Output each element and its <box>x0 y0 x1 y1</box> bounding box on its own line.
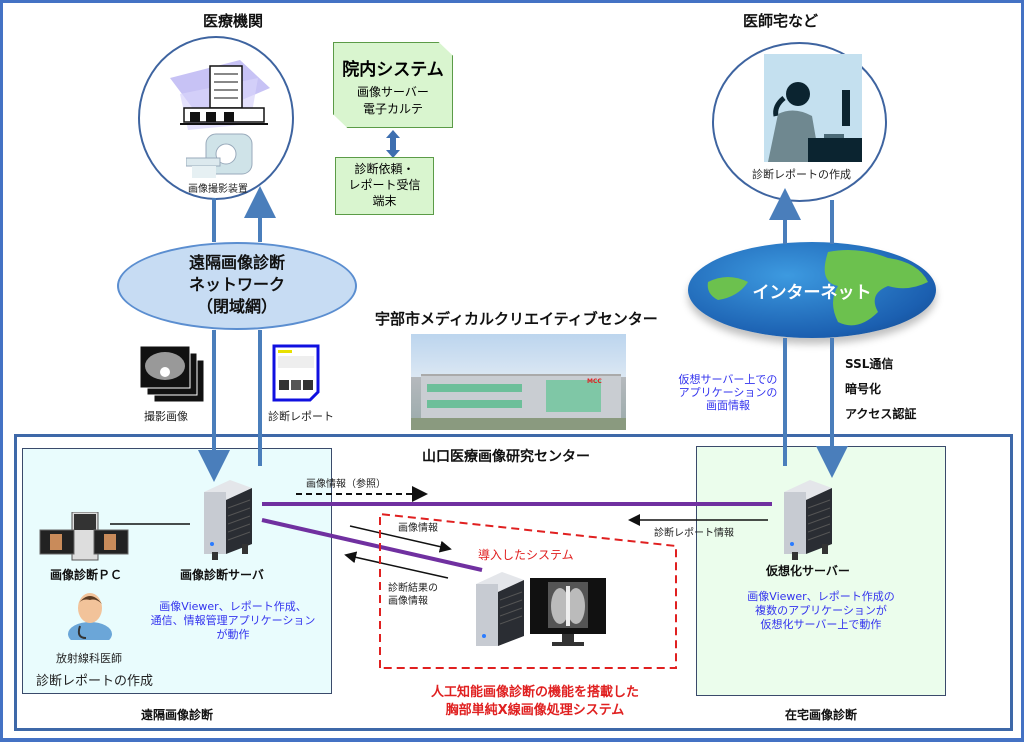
bidirectional-arrow-icon <box>386 130 400 158</box>
security-item: アクセス認証 <box>845 407 917 421</box>
doctor-at-computer-icon <box>764 54 862 162</box>
mcc-window-band <box>427 400 522 408</box>
mcc-entrance <box>546 380 601 412</box>
home-title: 医師宅など <box>743 12 819 30</box>
flow-image-ref-label: 画像情報（参照） <box>306 479 386 490</box>
mcc-ground <box>411 418 626 430</box>
virtual-note-line2: アプリケーションの <box>678 386 778 399</box>
flow-image-info-label: 画像情報 <box>398 523 438 534</box>
server-note-line1: 画像Viewer、レポート作成、 <box>159 600 307 613</box>
globe-continents-icon <box>707 250 928 326</box>
internet-globe: インターネット <box>688 242 936 338</box>
imaging-device-label: 画像撮影装置 <box>188 184 248 195</box>
virtualization-server-label: 仮想化サーバー <box>766 564 850 578</box>
network-line1: 遠隔画像診断 <box>188 253 285 272</box>
diagnosis-server-label: 画像診断サーバ <box>180 568 264 582</box>
terminal-line2: レポート受信 <box>348 178 421 192</box>
xray-monitor-icon <box>530 578 606 646</box>
ct-images-label: 撮影画像 <box>144 410 188 423</box>
diagnosis-server-icon <box>204 480 252 560</box>
security-item: 暗号化 <box>845 382 882 396</box>
radiologist-role: 放射線科医師 <box>56 652 122 665</box>
flow-result-line1: 診断結果の <box>388 583 438 594</box>
ai-caption-line2: 胸部単純X線画像処理システム <box>445 703 625 718</box>
security-list: SSL通信 暗号化 アクセス認証 <box>845 352 916 427</box>
internal-system-line1: 画像サーバー <box>357 85 429 99</box>
ct-images-icon <box>140 346 205 403</box>
diagnosis-server-note: 画像Viewer、レポート作成、 通信、情報管理アプリケーション が動作 <box>148 600 318 642</box>
mcc-building-photo: MCC <box>411 334 626 430</box>
diagnosis-pc-label: 画像診断ＰＣ <box>50 568 123 582</box>
internal-system-title: 院内システム <box>342 60 444 80</box>
radiologist-task: 診断レポートの作成 <box>36 674 154 689</box>
research-center-title: 山口医療画像研究センター <box>422 449 590 465</box>
mcc-title: 宇部市メディカルクリエイティブセンター <box>375 310 658 328</box>
remote-panel-footer: 遠隔画像診断 <box>140 708 213 722</box>
virtual-server-note-line3: 仮想化サーバー上で動作 <box>760 618 882 631</box>
radiologist-avatar-icon <box>68 593 112 640</box>
closed-network-ellipse: 遠隔画像診断 ネットワーク （閉域網） <box>117 242 357 330</box>
ai-caption-line1: 人工知能画像診断の機能を搭載した <box>430 685 639 700</box>
report-document-icon <box>272 344 320 402</box>
image-info-arrow <box>349 525 452 553</box>
report-terminal-box: 診断依頼・ レポート受信 端末 <box>335 157 434 215</box>
server-note-line2: 通信、情報管理アプリケーション <box>150 614 316 627</box>
network-line2: ネットワーク <box>188 275 285 294</box>
diagnosis-pc-icon <box>39 512 129 561</box>
internet-label: インターネット <box>752 283 872 303</box>
terminal-line3: 端末 <box>372 194 397 208</box>
network-line3: （閉域網） <box>196 297 277 316</box>
ai-system-boundary <box>379 512 677 669</box>
home-circle: 診断レポートの作成 <box>712 42 887 202</box>
virtual-screen-note: 仮想サーバー上での アプリケーションの 画面情報 <box>670 373 786 412</box>
virtual-note-line1: 仮想サーバー上での <box>678 373 778 386</box>
ai-system-caption: 人工知能画像診断の機能を搭載した 胸部単純X線画像処理システム <box>370 684 700 720</box>
flow-result-line2: 画像情報 <box>388 596 428 607</box>
home-panel-footer: 在宅画像診断 <box>784 708 857 722</box>
internal-system-box: 院内システム 画像サーバー 電子カルテ <box>333 42 453 128</box>
mcc-sign: MCC <box>587 378 602 385</box>
flow-report-info-label: 診断レポート情報 <box>654 528 734 539</box>
result-info-arrow <box>344 551 449 579</box>
remote-diagnosis-panel <box>22 448 332 694</box>
terminal-line1: 診断依頼・ <box>354 162 415 176</box>
virtualization-server-note: 画像Viewer、レポート作成の 複数のアプリケーションが 仮想化サーバー上で動… <box>726 590 916 632</box>
virtualization-server-icon <box>784 480 832 560</box>
mcc-window-band <box>427 384 522 392</box>
home-caption: 診断レポートの作成 <box>752 168 851 181</box>
hospital-title: 医療機関 <box>203 12 264 30</box>
security-item: SSL通信 <box>845 357 894 371</box>
ai-server-icon <box>476 572 524 646</box>
internal-system-line2: 電子カルテ <box>362 102 423 116</box>
report-document-label: 診断レポート <box>268 410 334 423</box>
server-to-ai-system-link <box>261 518 483 572</box>
ai-system-tag: 導入したシステム <box>478 548 574 562</box>
flow-result-label: 診断結果の 画像情報 <box>388 582 438 608</box>
virtual-note-line3: 画面情報 <box>706 399 750 412</box>
hospital-building-icon <box>170 60 270 130</box>
server-note-line3: が動作 <box>216 628 250 641</box>
virtual-server-note-line1: 画像Viewer、レポート作成の <box>747 590 895 603</box>
hospital-circle: 画像撮影装置 <box>138 36 294 200</box>
imaging-device-icon <box>186 133 253 178</box>
virtual-server-note-line2: 複数のアプリケーションが <box>755 604 887 617</box>
